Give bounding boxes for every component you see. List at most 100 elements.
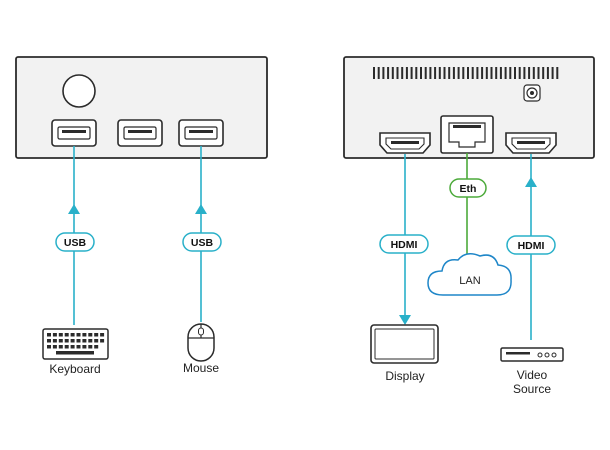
keyboard-key: [52, 333, 57, 337]
vent-slot: [495, 67, 498, 79]
keyboard-key: [94, 333, 99, 337]
vent-slot: [518, 67, 521, 79]
video-source-connection: HDMI: [506, 154, 556, 340]
keyboard-key: [88, 339, 93, 343]
vent-slot: [410, 67, 413, 79]
keyboard-key: [70, 345, 75, 349]
usb-badge-label: USB: [191, 237, 214, 249]
keyboard-key: [82, 339, 87, 343]
hdmi-badge: [506, 235, 556, 255]
eth-badge-label: Eth: [460, 183, 477, 195]
hdmi-badge: [379, 234, 429, 254]
vent-slot: [382, 67, 385, 79]
usb-badge: [55, 232, 95, 252]
rj45-port-icon[interactable]: [440, 115, 494, 154]
keyboard-key: [47, 333, 51, 337]
vent-slot: [462, 67, 465, 79]
vent-slot: [391, 67, 394, 79]
vent-slot: [438, 67, 441, 79]
usb-badge: [182, 232, 222, 252]
usb-port-icon[interactable]: [178, 119, 224, 147]
vent-slot: [429, 67, 432, 79]
monitor-icon: [370, 324, 439, 364]
vent-slot: [405, 67, 408, 79]
keyboard-key: [52, 345, 57, 349]
power-button-icon[interactable]: [62, 74, 96, 108]
keyboard-key: [64, 339, 69, 343]
keyboard-key: [47, 339, 51, 343]
vent-slot: [452, 67, 455, 79]
media-player-icon: [500, 347, 564, 362]
keyboard-key: [58, 333, 63, 337]
vent-slot: [457, 67, 460, 79]
vent-slot: [481, 67, 484, 79]
keyboard-key: [70, 339, 75, 343]
vent-slot: [401, 67, 404, 79]
vent-slot: [387, 67, 390, 79]
vent-grille: [373, 67, 559, 79]
vent-slot: [434, 67, 437, 79]
vent-slot: [448, 67, 451, 79]
vent-slot: [499, 67, 502, 79]
usb-badge-label: USB: [64, 237, 87, 249]
right-unit: [343, 56, 595, 159]
vent-slot: [528, 67, 531, 79]
usb-port-icon[interactable]: [51, 119, 97, 147]
vent-slot: [523, 67, 526, 79]
vent-slot: [415, 67, 418, 79]
vent-slot: [551, 67, 554, 79]
keyboard-icon: [42, 328, 109, 360]
vent-slot: [509, 67, 512, 79]
arrow-icon: [68, 204, 80, 214]
vent-slot: [490, 67, 493, 79]
hdmi-port-icon[interactable]: [505, 132, 557, 154]
keyboard-key: [88, 345, 93, 349]
vent-slot: [467, 67, 469, 79]
lan-label: LAN: [459, 275, 480, 287]
keyboard-key: [64, 345, 69, 349]
keyboard-key: [64, 333, 69, 337]
keyboard-key: [100, 339, 105, 343]
vent-slot: [485, 67, 488, 79]
vent-slot: [514, 67, 516, 79]
vent-slot: [424, 67, 427, 79]
keyboard-key: [76, 339, 81, 343]
arrow-icon: [525, 177, 537, 187]
keyboard-key: [94, 345, 99, 349]
display-connection: HDMI: [379, 154, 429, 325]
keyboard-key: [58, 345, 63, 349]
usb-port-icon[interactable]: [117, 119, 163, 147]
keyboard-key: [76, 333, 81, 337]
keyboard-key: [88, 333, 93, 337]
ground-screw-icon: [523, 84, 541, 102]
keyboard-key: [94, 339, 99, 343]
cloud-icon: LAN: [427, 253, 512, 296]
keyboard-key: [52, 339, 57, 343]
keyboard-key: [76, 345, 81, 349]
vent-slot: [377, 67, 380, 79]
arrow-icon: [195, 204, 207, 214]
vent-slot: [476, 67, 479, 79]
keyboard-spacebar: [56, 351, 94, 355]
vent-slot: [420, 67, 422, 79]
vent-slot: [396, 67, 399, 79]
left-unit: [15, 56, 268, 159]
keyboard-key: [70, 333, 75, 337]
display-label: Display: [385, 369, 424, 383]
vent-slot: [537, 67, 540, 79]
keyboard-connection: USB: [55, 146, 95, 325]
ethernet-connection: Eth: [449, 153, 487, 262]
mouse-icon: [187, 323, 215, 362]
vent-slot: [546, 67, 549, 79]
vent-slot: [556, 67, 559, 79]
eth-badge: [449, 178, 487, 198]
arrow-icon: [399, 315, 411, 325]
video-source-label-line1: Video: [517, 368, 548, 382]
video-source-label-line2: Source: [513, 382, 551, 396]
hdmi-port-icon[interactable]: [379, 132, 431, 154]
vent-slot: [532, 67, 535, 79]
keyboard-key: [47, 345, 51, 349]
keyboard-key: [82, 345, 87, 349]
hdmi-badge-label: HDMI: [391, 239, 418, 251]
